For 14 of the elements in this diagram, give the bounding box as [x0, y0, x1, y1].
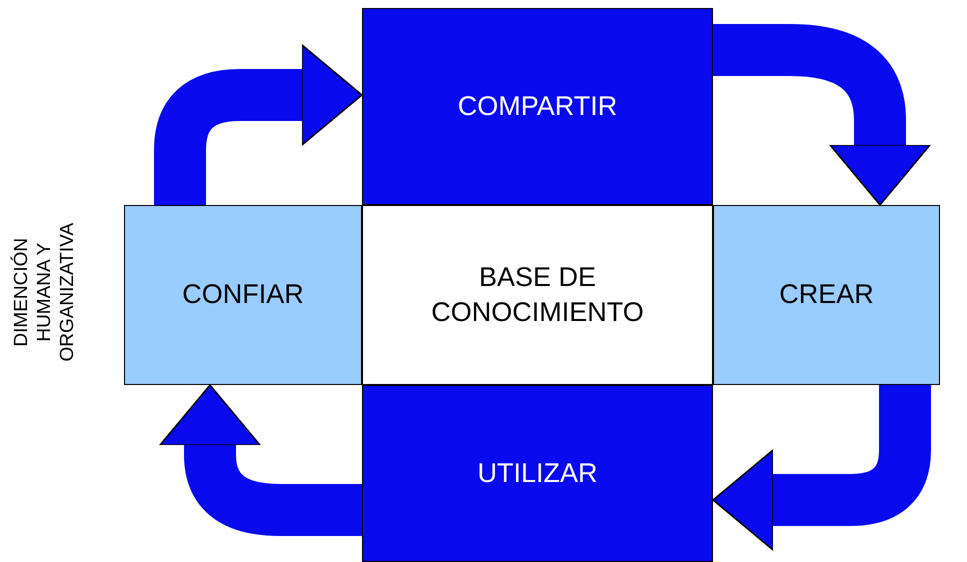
box-label: CREAR — [779, 278, 874, 312]
box-label: CONFIAR — [182, 278, 304, 312]
box-label: BASE DE CONOCIMIENTO — [430, 260, 645, 329]
process-box — [362, 205, 713, 385]
box-label: COMPARTIR — [458, 90, 618, 123]
block-arrow — [712, 385, 931, 551]
process-box — [713, 205, 940, 385]
process-box — [362, 385, 713, 562]
block-arrow — [159, 384, 362, 536]
block-arrow — [154, 44, 363, 205]
box-label: UTILIZAR — [477, 456, 598, 490]
process-box — [362, 8, 713, 205]
process-box — [124, 205, 362, 385]
side-label: DIMENCIÓN HUMANA Y ORGANIZATIVA — [10, 222, 78, 364]
